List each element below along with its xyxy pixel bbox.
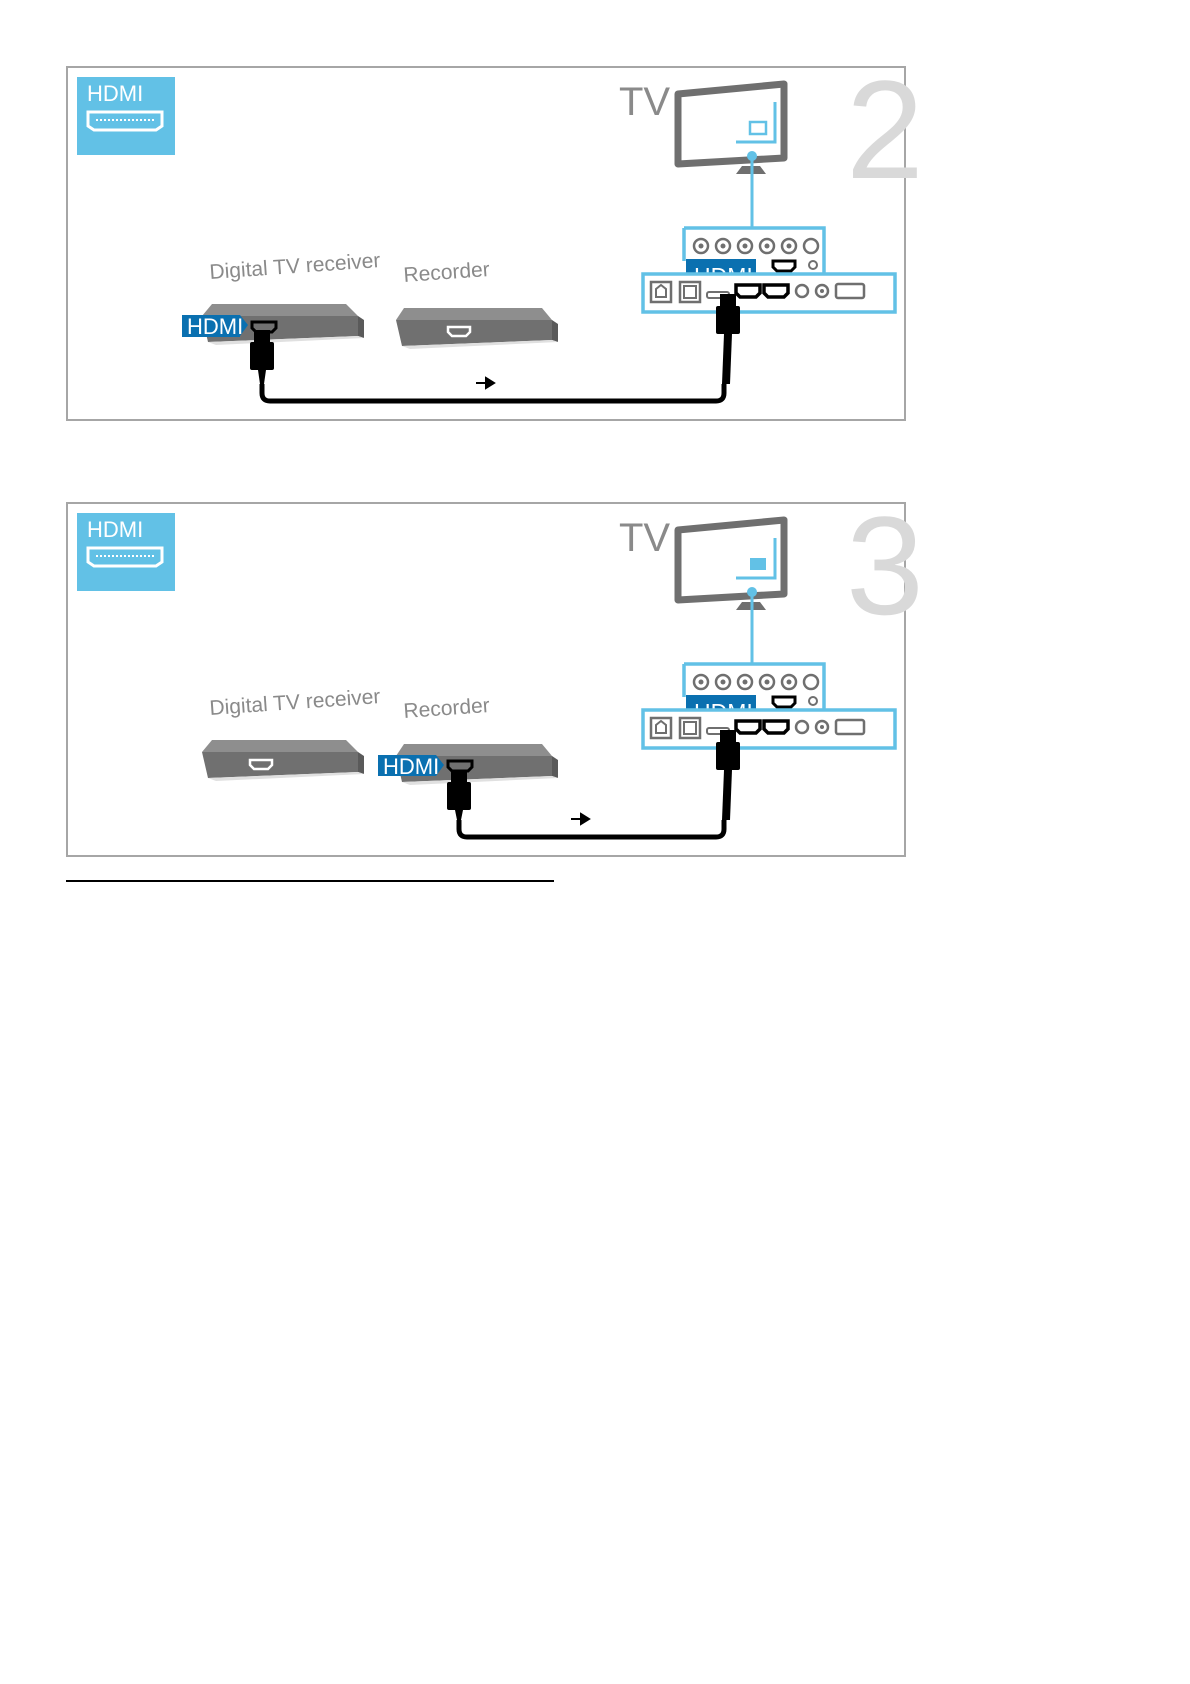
arrow-right-icon (571, 812, 591, 826)
hdmi-connector-icon (86, 546, 164, 568)
svg-text:HDMI: HDMI (383, 754, 439, 779)
receiver-device (202, 740, 364, 781)
recorder-device (396, 308, 558, 349)
receiver-hdmi-tag: HDMI (182, 314, 248, 339)
tv-icon (674, 80, 788, 174)
receiver-device (202, 304, 364, 345)
hdmi-badge-text: HDMI (87, 517, 143, 542)
diagram-panel-step-2: 2 HDMI TV HDMI (66, 51, 924, 421)
section-divider (66, 880, 554, 882)
hdmi-cable-icon (250, 294, 740, 404)
hdmi-cable-icon (447, 730, 740, 840)
step-number: 3 (846, 487, 924, 644)
hdmi-badge: HDMI (77, 77, 175, 155)
hdmi-badge-text: HDMI (87, 81, 143, 106)
hdmi-connector-icon (86, 110, 164, 132)
recorder-hdmi-tag: HDMI (378, 754, 444, 779)
hdmi-badge: HDMI (77, 513, 175, 591)
hdmi-connection-diagram: 2 HDMI TV HDMI (66, 51, 924, 421)
tv-icon (674, 516, 788, 610)
tv-label: TV (619, 80, 670, 124)
arrow-right-icon (476, 376, 496, 390)
recorder-device (396, 744, 558, 785)
svg-text:HDMI: HDMI (187, 314, 243, 339)
step-number: 2 (846, 51, 924, 208)
tv-rear-connector-panel (641, 708, 897, 750)
tv-label: TV (619, 516, 670, 560)
diagram-panel-step-3: 3 HDMI TV HDMI (66, 487, 924, 857)
hdmi-connection-diagram: 3 HDMI TV HDMI (66, 487, 924, 857)
tv-rear-connector-panel (641, 272, 897, 314)
